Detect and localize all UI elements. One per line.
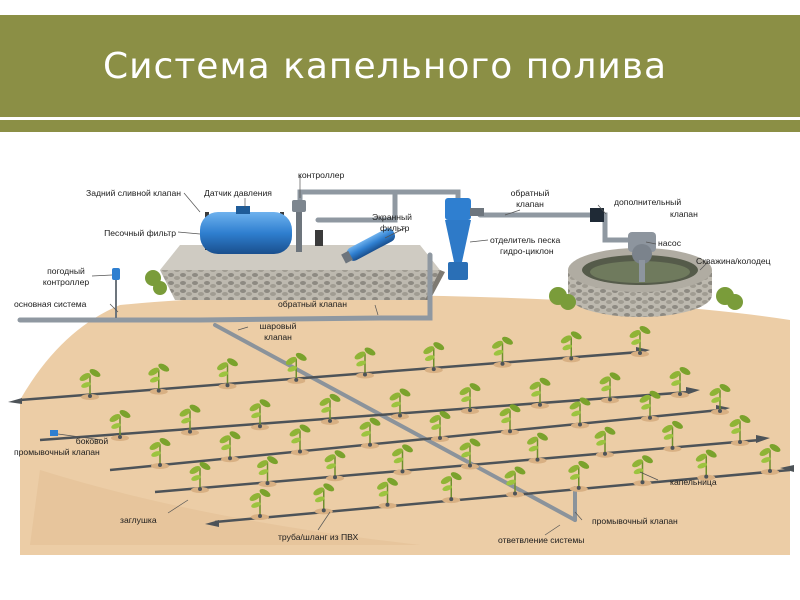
extra-valve-icon (590, 208, 604, 222)
gravel-platform (160, 245, 445, 300)
label-ball-valve-1: шаровый (260, 321, 297, 331)
label-check-valve-top-1: обратный (511, 188, 550, 198)
seedling (249, 489, 271, 520)
sand-filter-tank-icon (200, 206, 292, 254)
weather-controller-icon (112, 268, 120, 318)
label-side-flush-valve-2: промывочный клапан (14, 447, 100, 457)
label-side-flush-valve-1: боковой (76, 436, 109, 446)
label-ball-valve-2: клапан (264, 332, 292, 342)
pump-icon (628, 232, 656, 282)
label-pvc-pipe: труба/шланг из ПВХ (278, 532, 359, 542)
seedling (440, 472, 462, 504)
seedling (354, 347, 376, 379)
diagram-labels: Задний сливной клапан Датчик давления ко… (14, 170, 771, 545)
seedling (632, 455, 653, 487)
seedling (289, 424, 311, 456)
seedling-icon (79, 326, 781, 520)
label-screen-filter-2: фильтр (380, 223, 410, 233)
label-system-branch: ответвление системы (498, 535, 584, 545)
seedling (560, 331, 582, 363)
seedling (217, 358, 238, 390)
soil-field (20, 295, 790, 555)
label-controller: контроллер (298, 170, 344, 180)
label-screen-filter-1: Экранный (372, 212, 412, 222)
label-check-valve-top-2: клапан (516, 199, 544, 209)
seedling (392, 444, 413, 476)
seedling (499, 404, 521, 436)
seedling (568, 460, 590, 492)
seedling (313, 483, 335, 515)
seedling (669, 367, 691, 398)
seedling (249, 399, 271, 431)
label-well: Скважина/колодец (696, 256, 771, 266)
label-dripper: капельница (670, 477, 717, 487)
seedling (389, 388, 411, 420)
seedling (599, 372, 621, 404)
hydrocyclone-icon (445, 198, 484, 280)
seedling (423, 342, 445, 374)
label-extra-valve-1: дополнительный (614, 197, 681, 207)
seedling (492, 336, 513, 368)
seedling (257, 456, 278, 488)
seedling (179, 404, 201, 436)
seedling (377, 477, 398, 509)
seedling (459, 438, 481, 470)
seedling (527, 432, 548, 464)
seedling (662, 420, 683, 452)
seedling (359, 417, 381, 449)
slide-title: Система капельного полива (103, 46, 668, 87)
seedling (324, 450, 346, 482)
label-sand-filter: Песочный фильтр (104, 228, 176, 238)
seedling (504, 466, 526, 498)
drip-irrigation-diagram: Задний сливной клапан Датчик давления ко… (8, 170, 794, 555)
label-pressure-sensor: Датчик давления (204, 188, 272, 198)
label-rear-drain-valve: Задний сливной клапан (86, 188, 181, 198)
seedling (695, 449, 717, 481)
seedling (79, 369, 101, 400)
leader-lines (57, 175, 709, 536)
seedling (709, 384, 731, 415)
label-flush-valve: промывочный клапан (592, 516, 678, 526)
seedling (569, 397, 591, 429)
label-hydrocyclone-1: отделитель песка (490, 235, 560, 245)
seedling (148, 363, 170, 395)
label-weather-controller-2: контроллер (43, 277, 89, 287)
label-check-valve-bottom: обратный клапан (278, 299, 347, 309)
seedling (319, 393, 341, 425)
seedling (285, 352, 307, 384)
screen-filter-icon (341, 228, 396, 264)
seedling (529, 377, 551, 409)
seedling (629, 326, 651, 357)
label-end-plug: заглушка (120, 515, 157, 525)
seedling (219, 431, 241, 463)
label-main-system: основная система (14, 299, 87, 309)
seedling (189, 462, 211, 493)
label-extra-valve-2: клапан (670, 209, 698, 219)
shrubs (145, 270, 743, 310)
label-pump: насос (658, 238, 682, 248)
title-divider (0, 120, 800, 132)
label-hydrocyclone-2: гидро-циклон (500, 246, 554, 256)
seedling (594, 426, 616, 458)
title-bar (0, 15, 800, 117)
seedling (429, 411, 451, 442)
seedling (759, 444, 781, 475)
seedling (149, 438, 171, 469)
controller-icon (292, 200, 323, 252)
seedling (459, 383, 481, 415)
seedling (639, 390, 661, 422)
seedling (729, 415, 751, 446)
label-weather-controller-1: погодный (47, 266, 85, 276)
seedling (109, 410, 131, 441)
